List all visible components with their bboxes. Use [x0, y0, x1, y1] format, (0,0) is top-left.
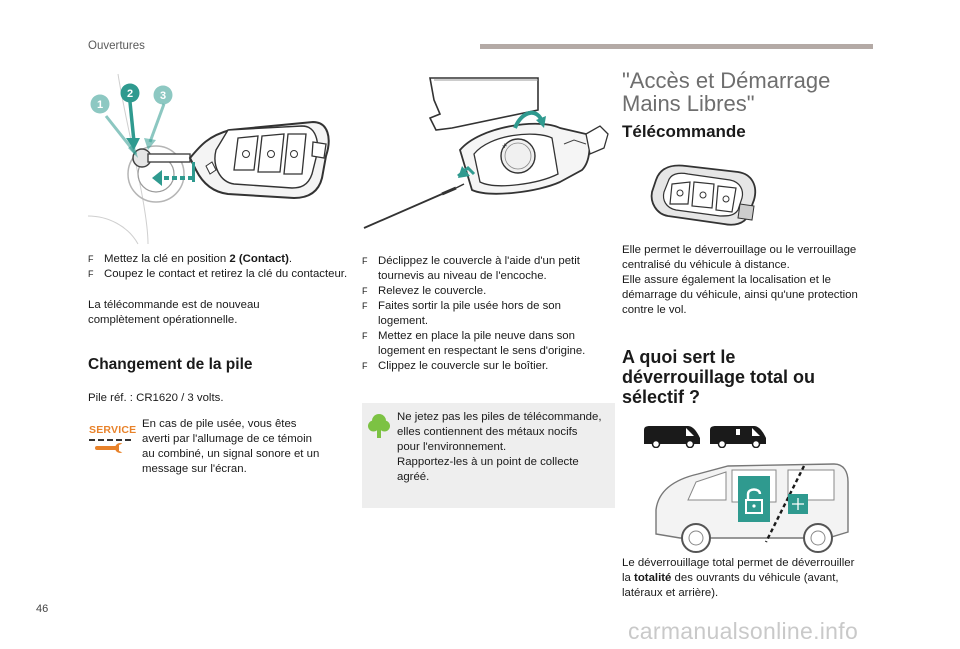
eco-note-box — [362, 403, 615, 508]
remote-heading: Télécommande — [622, 122, 746, 141]
svg-text:3: 3 — [160, 90, 166, 102]
section-label: Ouvertures — [88, 40, 145, 52]
svg-text:2: 2 — [127, 88, 133, 100]
van-side-illustration — [655, 463, 849, 553]
callout-3 — [153, 85, 173, 105]
remote-description: Elle permet le déverrouillage ou le verr… — [622, 244, 858, 316]
callout-1 — [90, 94, 110, 114]
service-warning-icon: SERVICE — [89, 424, 136, 460]
watermark: carmanualsonline.info — [628, 618, 859, 644]
svg-text:+: + — [502, 141, 507, 151]
svg-text:1: 1 — [97, 99, 103, 111]
battery-reference: Pile réf. : CR1620 / 3 volts. — [88, 392, 224, 404]
key-ignition-illustration: 1 2 3 — [88, 73, 330, 245]
service-warning-text: En cas de pile usée, vous êtes averti pa… — [142, 418, 320, 475]
tree-icon — [368, 414, 390, 438]
total-unlock-description: Le déverrouillage total permet de déverr… — [622, 557, 855, 599]
page-number: 46 — [36, 603, 49, 615]
remote-key-illustration — [650, 164, 757, 226]
battery-change-heading: Changement de la pile — [88, 356, 253, 373]
header-bar — [480, 44, 873, 49]
callout-2 — [120, 83, 140, 103]
eco-note-text: Ne jetez pas les piles de télécommande, … — [397, 411, 602, 483]
remote-operational-note: La télécommande est de nouveau complètem… — [88, 299, 260, 326]
van-icon-right — [710, 426, 766, 448]
van-icon-left — [644, 426, 700, 448]
battery-replacement-illustration: + — [363, 77, 609, 229]
wrench-icon — [95, 442, 126, 454]
